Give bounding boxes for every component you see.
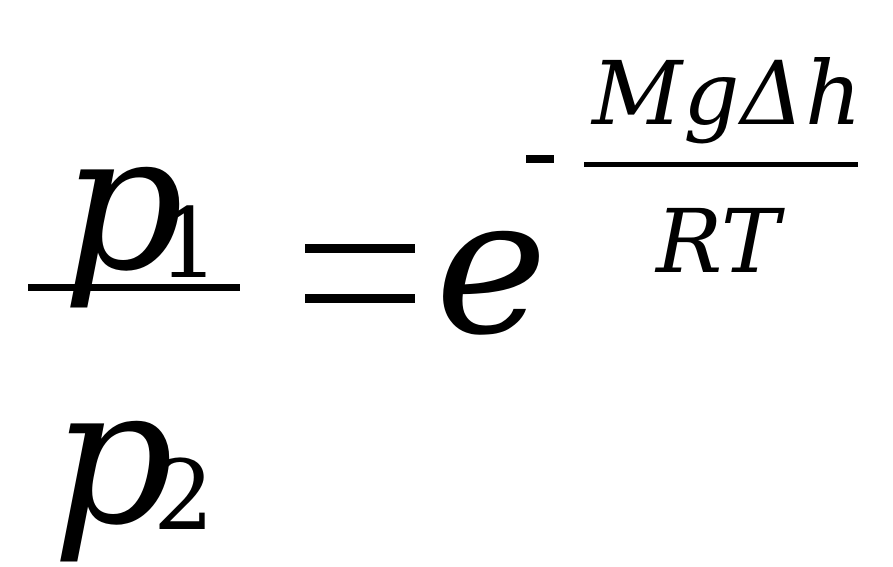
- equals-top-stroke: [305, 244, 415, 253]
- equals-sign: [305, 244, 415, 304]
- exponential-base: e: [435, 156, 548, 377]
- numerator-subscript: 1: [158, 188, 220, 300]
- exponent-fraction-bar: [584, 162, 858, 167]
- denominator-subscript: 2: [153, 440, 215, 552]
- denominator-pressure-symbol: p: [52, 346, 174, 567]
- numerator-pressure-symbol: p: [62, 92, 184, 313]
- exponent-numerator: MgΔh: [592, 42, 863, 145]
- main-fraction-bar: [28, 284, 240, 291]
- exponent-minus-sign: [526, 155, 554, 163]
- equals-bottom-stroke: [305, 294, 415, 303]
- exponent-denominator: RT: [656, 190, 780, 293]
